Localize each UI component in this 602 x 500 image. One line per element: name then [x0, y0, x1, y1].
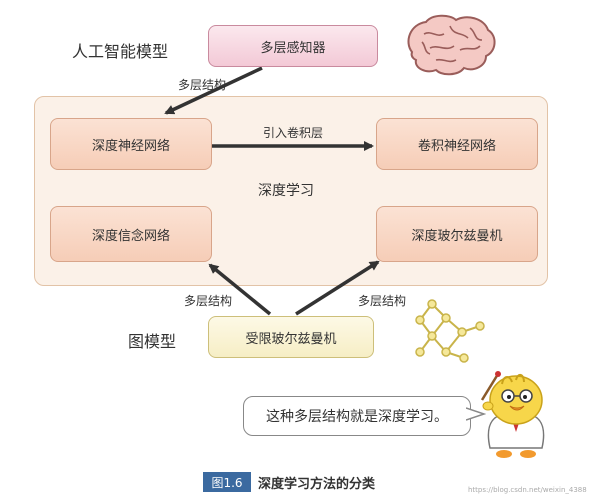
edge-label-dnn-cnn: 引入卷积层: [263, 126, 324, 140]
speech-tail: [466, 407, 486, 421]
brain-icon: [407, 14, 496, 76]
node-dbn: 深度信念网络: [50, 206, 212, 262]
node-dbm: 深度玻尔兹曼机: [376, 206, 538, 262]
speech-bubble: 这种多层结构就是深度学习。: [243, 396, 471, 436]
node-cnn: 卷积神经网络: [376, 118, 538, 170]
speech-text: 这种多层结构就是深度学习。: [266, 409, 448, 425]
chick-professor-icon: [480, 371, 545, 458]
arrow-rbm-to-dbm: [295, 260, 380, 316]
figure-caption: 深度学习方法的分类: [258, 477, 376, 492]
node-perceptron: 多层感知器: [208, 25, 378, 67]
arrow-perceptron-to-dnn: [164, 66, 263, 115]
edge-label-rbm-dbn: 多层结构: [184, 294, 233, 308]
node-deep-nn: 深度神经网络: [50, 118, 212, 170]
figure-number-tag: 图1.6: [203, 472, 251, 492]
arrow-rbm-to-dbn: [208, 263, 272, 316]
graph-model-label: 图模型: [128, 332, 177, 351]
edge-label-rbm-dbm: 多层结构: [358, 294, 407, 308]
graph-network-icon: [415, 299, 485, 363]
edge-label-perceptron-dnn: 多层结构: [178, 78, 227, 92]
node-rbm: 受限玻尔兹曼机: [208, 316, 374, 358]
deep-learning-label: 深度学习: [258, 183, 314, 199]
ai-model-label: 人工智能模型: [72, 42, 169, 61]
watermark: https://blog.csdn.net/weixin_4388: [468, 486, 587, 494]
